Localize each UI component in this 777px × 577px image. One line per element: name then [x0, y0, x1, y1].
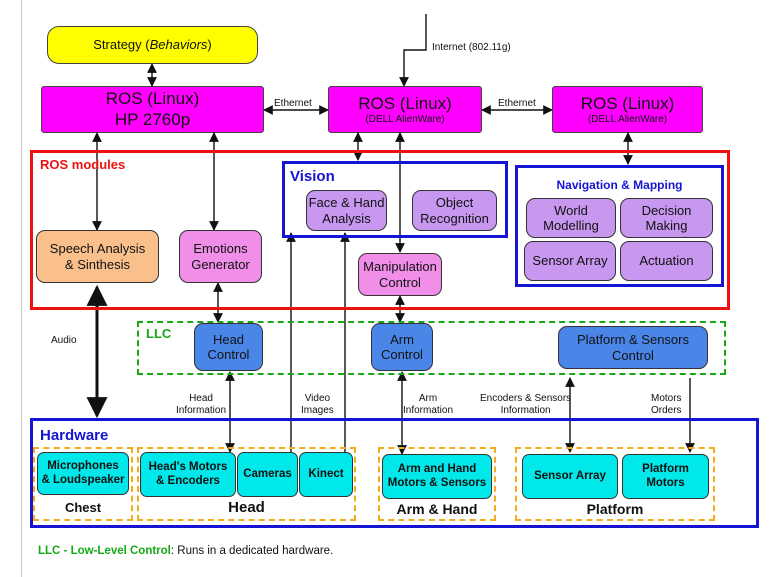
- ros-hp-box: ROS (Linux) HP 2760p: [41, 86, 264, 133]
- caption: LLC - Low-Level Control: Runs in a dedic…: [38, 545, 333, 557]
- object-recognition-box: Object Recognition: [412, 190, 497, 231]
- llc-title: LLC: [146, 326, 172, 341]
- chest-label: Chest: [64, 500, 102, 515]
- platform-motors-box: Platform Motors: [622, 454, 709, 499]
- motors-orders-label: Motors Orders: [651, 393, 682, 416]
- ethernet-label-left: Ethernet: [274, 98, 312, 109]
- microphones-box: Microphones & Loudspeaker: [37, 452, 129, 495]
- speech-analysis-box: Speech Analysis & Sinthesis: [36, 230, 159, 283]
- decision-making-box: Decision Making: [620, 198, 713, 238]
- caption-llc: LLC - Low-Level Control: [38, 545, 171, 557]
- internet-label: Internet (802.11g): [432, 42, 511, 53]
- head-information-label: Head Information: [176, 393, 227, 416]
- audio-label: Audio: [51, 335, 77, 346]
- arm-hand-motors-box: Arm and Hand Motors & Sensors: [382, 454, 492, 499]
- ros-modules-title: ROS modules: [40, 157, 126, 172]
- head-label: Head: [228, 499, 265, 516]
- navigation-mapping-title: Navigation & Mapping: [556, 178, 683, 192]
- cameras-box: Cameras: [237, 452, 298, 497]
- hw-sensor-array-box: Sensor Array: [522, 454, 618, 499]
- platform-label: Platform: [586, 501, 644, 517]
- hardware-title: Hardware: [40, 427, 109, 444]
- llc-container: [137, 321, 726, 375]
- video-images-label: Video Images: [301, 393, 334, 416]
- ethernet-label-right: Ethernet: [498, 98, 536, 109]
- chest-group: [33, 447, 133, 521]
- head-control-box: Head Control: [194, 323, 263, 371]
- platform-sensors-control-box: Platform & Sensors Control: [558, 326, 708, 369]
- hardware-container: [30, 418, 759, 528]
- arm-hand-group: [378, 447, 496, 521]
- emotions-generator-box: Emotions Generator: [179, 230, 262, 283]
- kinect-box: Kinect: [299, 452, 353, 497]
- head-motors-box: Head's Motors & Encoders: [140, 452, 236, 497]
- encoders-sensors-label: Encoders & Sensors Information: [480, 393, 572, 416]
- platform-group: [515, 447, 715, 521]
- ros-dell-right-box: ROS (Linux) (DELL AlienWare): [552, 86, 703, 133]
- arm-hand-label: Arm & Hand: [396, 501, 478, 517]
- ros-modules-container: [30, 150, 730, 310]
- arm-control-box: Arm Control: [371, 323, 433, 371]
- manipulation-control-box: Manipulation Control: [358, 253, 442, 296]
- vision-container: [282, 161, 508, 238]
- strategy-box: Strategy (Behaviors): [47, 26, 258, 64]
- caption-text: : Runs in a dedicated hardware.: [170, 545, 334, 557]
- vision-title: Vision: [290, 168, 335, 185]
- left-margin-line: [21, 0, 22, 577]
- head-group: [137, 447, 356, 521]
- arm-information-label: Arm Information: [403, 393, 454, 416]
- world-modelling-box: World Modelling: [526, 198, 616, 238]
- nav-sensor-array-box: Sensor Array: [524, 241, 616, 281]
- face-hand-analysis-box: Face & Hand Analysis: [306, 190, 387, 231]
- actuation-box: Actuation: [620, 241, 713, 281]
- navigation-mapping-container: [515, 165, 724, 287]
- ros-dell-center-box: ROS (Linux) (DELL AlienWare): [328, 86, 482, 133]
